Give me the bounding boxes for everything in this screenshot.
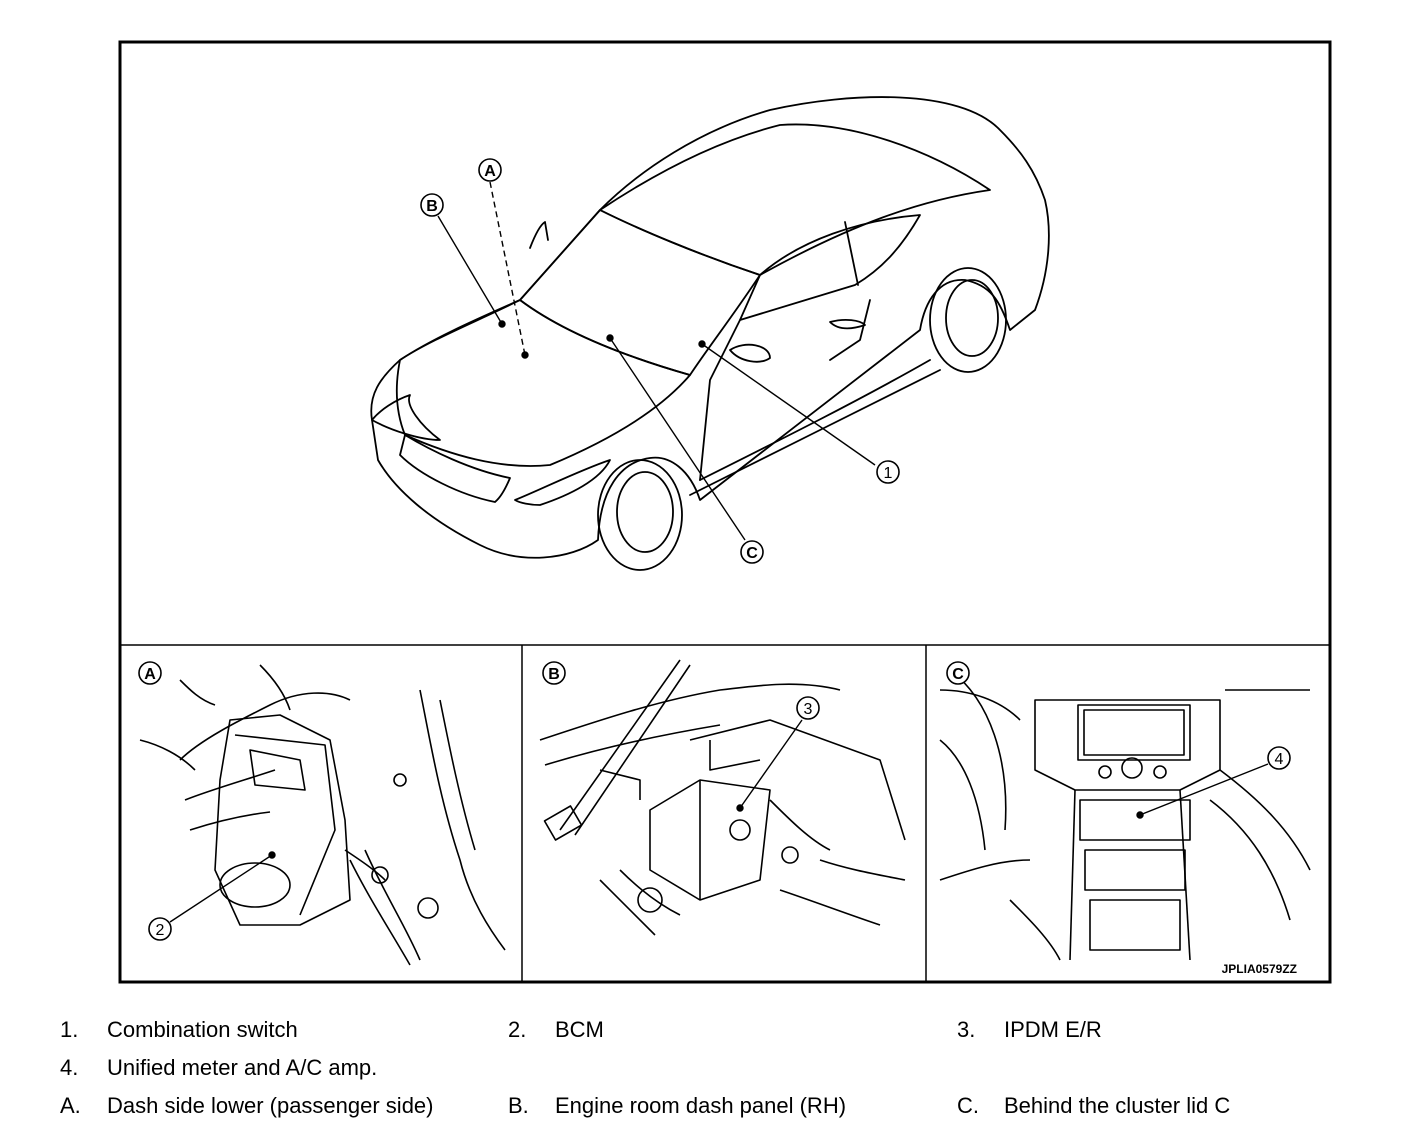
component-location-figure: A B C 1 A	[118, 40, 1332, 984]
legend-key: C.	[957, 1093, 979, 1118]
svg-text:3: 3	[804, 701, 813, 718]
main-callout-leaders	[437, 181, 876, 541]
figure-frame	[118, 40, 1332, 984]
callout-B-panel: B	[542, 661, 566, 685]
callout-B-main: B	[420, 193, 444, 217]
panel-B-drawing	[539, 659, 906, 936]
callout-A-panel: A	[138, 661, 162, 685]
svg-text:C: C	[952, 666, 964, 683]
svg-text:1: 1	[884, 465, 893, 482]
callout-2-panel: 2	[148, 917, 172, 941]
svg-text:A: A	[144, 666, 156, 683]
panel-B-leader	[736, 719, 803, 812]
legend-text: Behind the cluster lid C	[1004, 1093, 1231, 1118]
legend-text: Dash side lower (passenger side)	[107, 1093, 434, 1118]
panel-C-drawing	[939, 669, 1311, 961]
legend-key: 4.	[60, 1055, 79, 1080]
legend-key: 3.	[957, 1017, 976, 1042]
panel-A-drawing	[139, 664, 506, 966]
panel-A-leader	[169, 851, 276, 923]
legend-key: 2.	[508, 1017, 527, 1042]
svg-text:B: B	[426, 198, 438, 215]
svg-text:B: B	[548, 666, 560, 683]
legend-text: Unified meter and A/C amp.	[107, 1055, 378, 1080]
callout-C-main: C	[740, 540, 764, 564]
legend-key: 1.	[60, 1017, 79, 1042]
callout-3-panel: 3	[796, 696, 820, 720]
svg-text:C: C	[746, 545, 758, 562]
legend-text: Combination switch	[107, 1017, 298, 1042]
svg-text:4: 4	[1275, 751, 1284, 768]
legend-key: A.	[60, 1093, 81, 1118]
car-overview-drawing	[370, 96, 1050, 571]
legend-text: IPDM E/R	[1004, 1017, 1102, 1042]
panel-C-leader	[1136, 763, 1269, 819]
legend-key: B.	[508, 1093, 529, 1118]
legend-text: Engine room dash panel (RH)	[555, 1093, 847, 1118]
legend-text: BCM	[555, 1017, 604, 1042]
figure-code: JPLIA0579ZZ	[1222, 962, 1297, 976]
callout-1-main: 1	[876, 460, 900, 484]
callout-A-main: A	[478, 158, 502, 182]
callout-C-panel: C	[946, 661, 970, 685]
svg-text:A: A	[484, 163, 496, 180]
callout-4-panel: 4	[1267, 746, 1291, 770]
svg-text:2: 2	[156, 922, 165, 939]
